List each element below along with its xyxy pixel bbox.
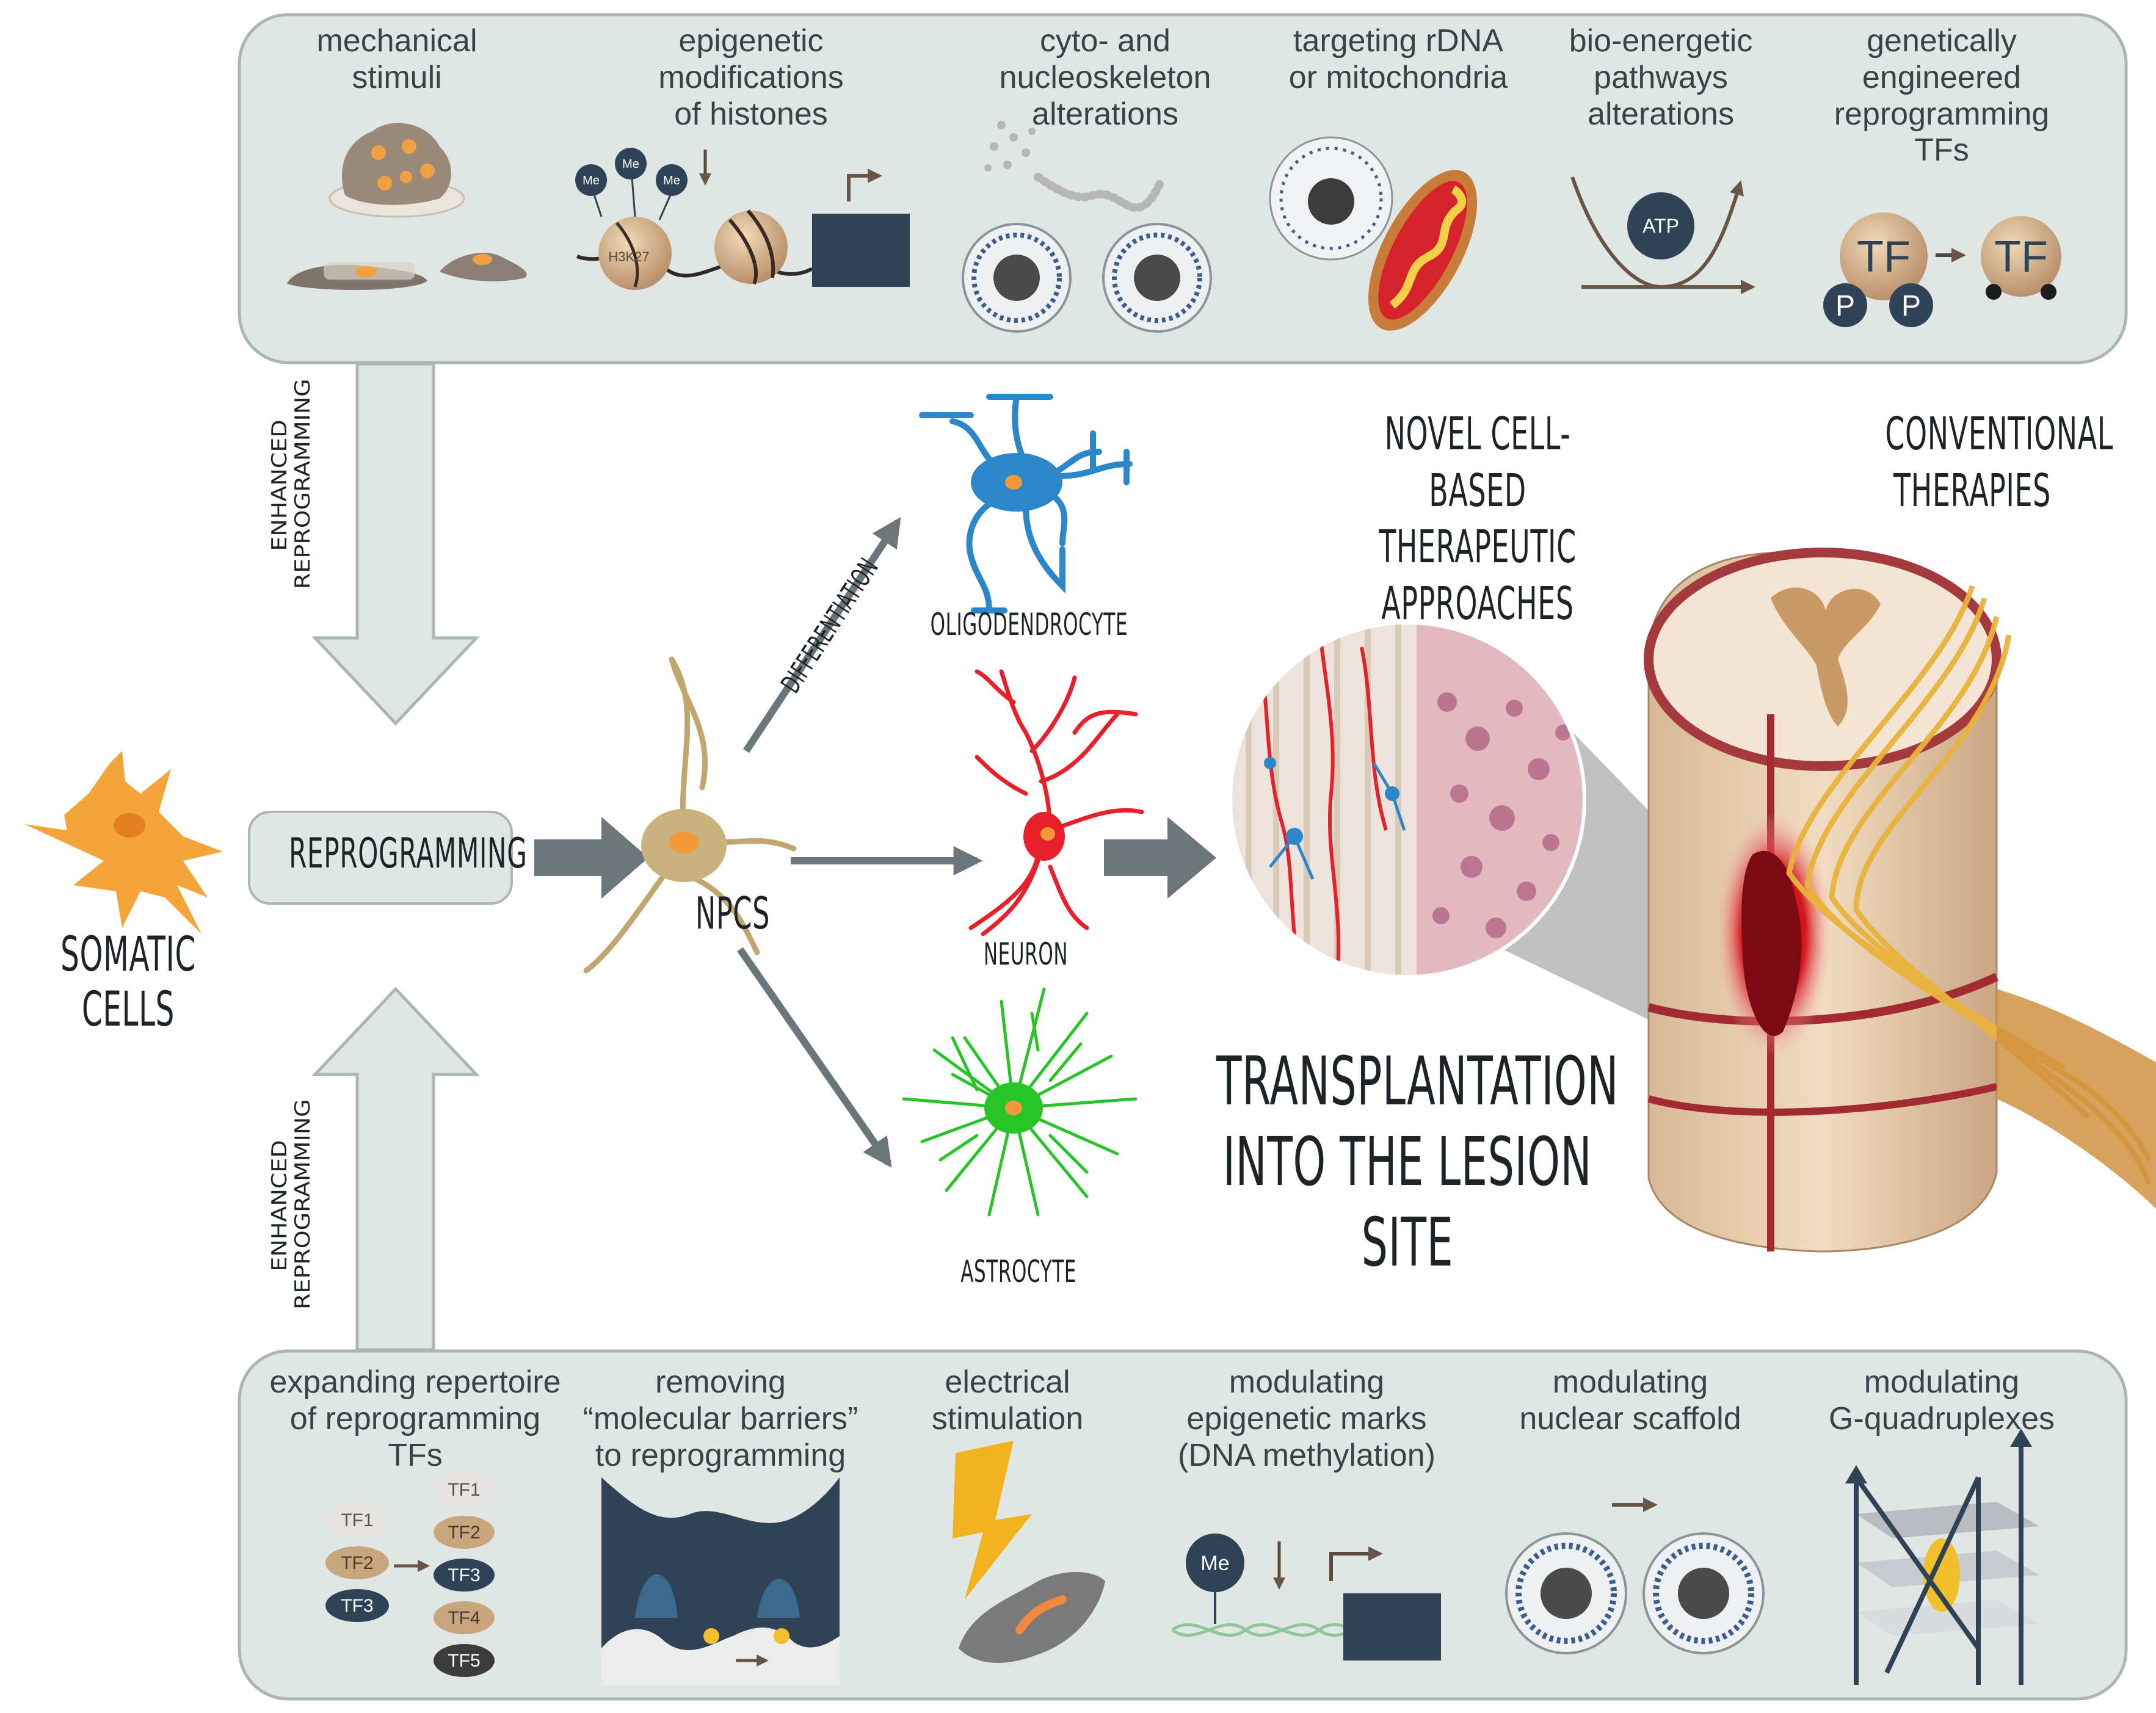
caption-rdna-mitochondria: targeting rDNA or mitochondria: [1288, 23, 1508, 95]
spinal-cord-illustration: [1644, 548, 2156, 1253]
reprogramming-box: [248, 811, 513, 905]
phospho-label-1: P: [1835, 290, 1855, 322]
caption-expanding-tfs: expanding repertoire of reprogramming TF…: [269, 1364, 561, 1473]
neuron-label: NEURON: [983, 936, 1069, 972]
caption-molecular-barriers: removing “molecular barriers” to reprogr…: [583, 1364, 858, 1473]
arrow-to-npcs: [534, 817, 648, 899]
transplantation-label: TRANSPLANTATION INTO THE LESION SITE: [1216, 1042, 1619, 1281]
g-quadruplex-icon: [1845, 1429, 2039, 1685]
lesion-magnification: [1229, 621, 1685, 1026]
caption-engineered-tfs: genetically engineered reprogramming TFs: [1834, 23, 2050, 168]
enhanced-reprogramming-bottom: ENHANCED REPROGRAMMING: [267, 1099, 314, 1309]
enhanced-reprogramming-top: ENHANCED REPROGRAMMING: [267, 378, 314, 589]
tf-left-1: TF1: [341, 1510, 373, 1530]
oligodendrocyte-icon: [919, 394, 1133, 614]
nucleus-skeleton-icon: [962, 121, 1212, 333]
mitochondria-icon: [1269, 136, 1478, 331]
histone-label: H3K27: [608, 249, 649, 264]
nuclear-scaffold-icon: [1505, 1498, 1765, 1654]
novel-therapies-label: NOVEL CELL-BASED THERAPEUTIC APPROACHES: [1379, 408, 1577, 630]
arrow-to-astrocyte: [737, 947, 892, 1168]
astrocyte-label: ASTROCYTE: [960, 1254, 1077, 1289]
dna-me-label: Me: [1200, 1552, 1229, 1575]
cells-on-dish-icon: [287, 123, 527, 291]
npc-cell-icon: [583, 656, 797, 974]
caption-mechanical-stimuli: mechanical stimuli: [316, 23, 477, 95]
tf-right-5: TF5: [448, 1651, 480, 1671]
enhanced-arrow-up: [311, 987, 480, 1352]
caption-dna-methylation: modulating epigenetic marks (DNA methyla…: [1178, 1364, 1436, 1473]
oligodendrocyte-label: OLIGODENDROCYTE: [930, 607, 1128, 642]
energy-landscape-icon: [601, 1477, 840, 1685]
caption-epigenetic-histones: epigenetic modifications of histones: [658, 23, 844, 132]
enhanced-arrow-down: [311, 362, 480, 726]
caption-cytoskeleton: cyto- and nucleoskeleton alterations: [999, 23, 1211, 132]
tf-right-4: TF4: [448, 1608, 480, 1628]
astrocyte-icon: [902, 987, 1138, 1217]
me-mark-1: Me: [583, 174, 600, 187]
me-mark-3: Me: [663, 174, 680, 187]
somatic-cell-icon: [24, 751, 223, 934]
phospho-label-2: P: [1901, 290, 1921, 322]
caption-bioenergetic: bio-energetic pathways alterations: [1569, 23, 1753, 132]
caption-nuclear-scaffold: modulating nuclear scaffold: [1519, 1364, 1741, 1436]
tf-right-2: TF2: [448, 1523, 480, 1543]
arrow-to-lesion: [1104, 817, 1216, 899]
npcs-label: NPCS: [695, 888, 771, 939]
histone-methylation-icon: H3K27 Me Me Me: [575, 148, 910, 290]
tf-left-3: TF3: [341, 1596, 373, 1616]
tf-label-right: TF: [1994, 233, 2048, 281]
atp-curve-icon: ATP: [1570, 176, 1755, 294]
tf-right-1: TF1: [448, 1480, 480, 1500]
reprogramming-label: REPROGRAMMING: [289, 830, 528, 878]
caption-g-quadruplexes: modulating G-quadruplexes: [1829, 1364, 2055, 1436]
tf-right-3: TF3: [448, 1565, 480, 1585]
neuron-icon: [968, 669, 1144, 936]
arrow-to-oligodendrocyte: [742, 516, 901, 753]
tf-list-icon: TF1 TF2 TF3 TF1 TF2 TF3 TF4 TF5: [325, 1473, 495, 1677]
tf-left-2: TF2: [341, 1553, 373, 1573]
dna-methylation-icon: Me: [1171, 1534, 1441, 1660]
atp-label: ATP: [1642, 215, 1679, 237]
caption-electrical: electrical stimulation: [931, 1364, 1084, 1436]
tf-phosphorylation-icon: TF P P TF: [1823, 212, 2061, 327]
lightning-icon: [953, 1441, 1105, 1663]
conventional-therapies-label: CONVENTIONAL THERAPIES: [1885, 408, 2113, 517]
top-panel: [238, 13, 2128, 364]
somatic-cells-label: SOMATIC CELLS: [60, 927, 196, 1037]
tf-label-left: TF: [1857, 233, 1911, 281]
me-mark-2: Me: [622, 158, 639, 171]
